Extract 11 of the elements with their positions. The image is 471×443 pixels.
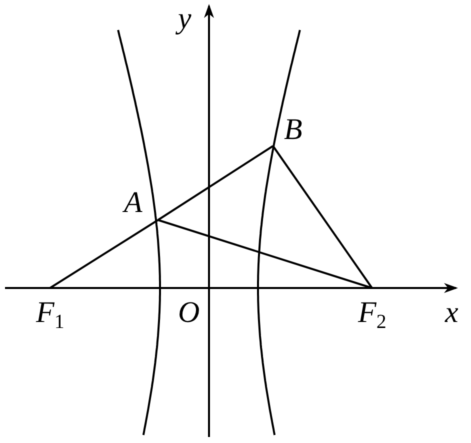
- line-segment: [49, 219, 159, 289]
- axis-label: x: [445, 298, 458, 328]
- axis-label: y: [178, 4, 192, 34]
- line-segment: [272, 145, 373, 289]
- line-segment: [157, 145, 274, 221]
- line-segment: [158, 219, 372, 289]
- point-label: B: [284, 115, 302, 145]
- point-label: F$_{2}$: [358, 298, 386, 332]
- point-label: A: [124, 188, 142, 218]
- origin-label: O: [178, 298, 200, 328]
- point-label: F$_{1}$: [36, 298, 64, 332]
